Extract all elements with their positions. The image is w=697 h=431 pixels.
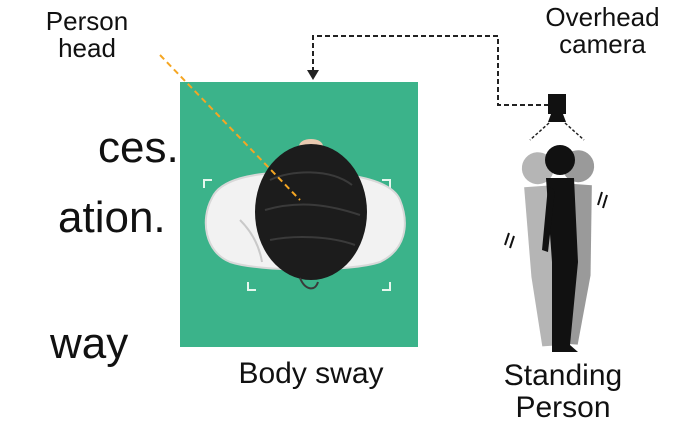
overhead-camera-icon bbox=[530, 94, 584, 140]
top-down-photo bbox=[180, 82, 418, 347]
arrow-down-icon bbox=[307, 70, 319, 80]
standing-person-silhouette bbox=[521, 145, 599, 352]
